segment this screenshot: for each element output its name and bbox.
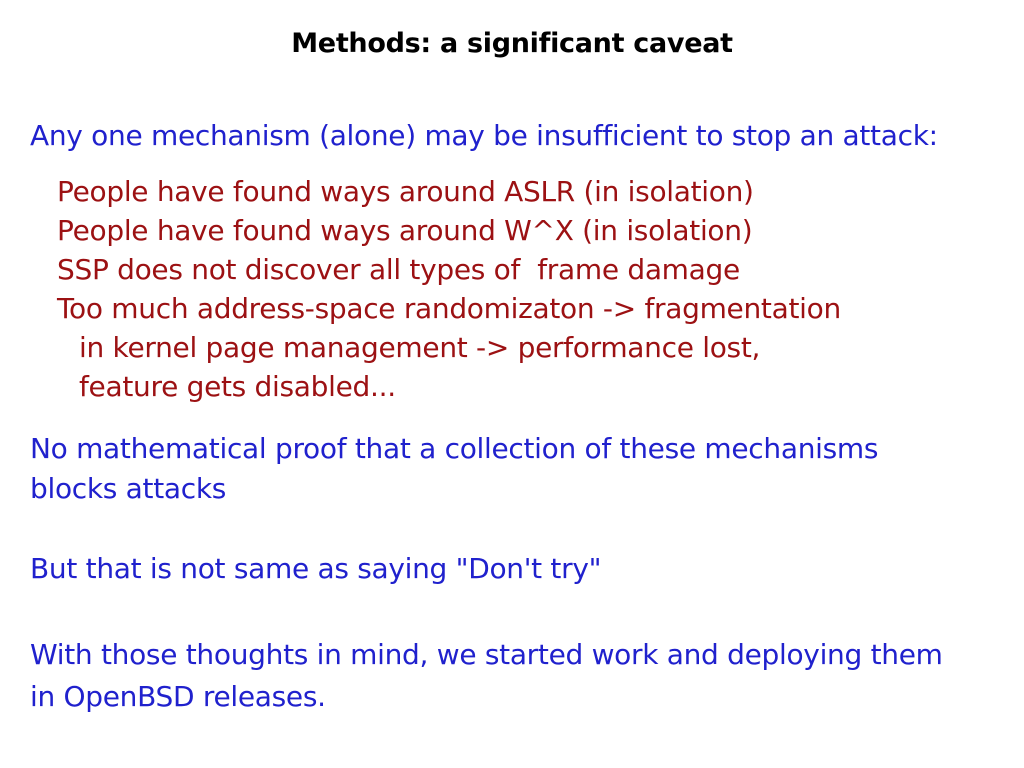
- caveat-aslr: People have found ways around ASLR (in i…: [57, 175, 754, 208]
- caveat-kernel-page: in kernel page management -> performance…: [79, 331, 761, 364]
- caveat-feature-disabled: feature gets disabled...: [79, 370, 396, 403]
- intro-statement: Any one mechanism (alone) may be insuffi…: [30, 119, 938, 152]
- paragraph-no-proof-line2: blocks attacks: [30, 472, 227, 505]
- paragraph-closing: With those thoughts in mind, we started …: [30, 634, 943, 718]
- caveat-ssp: SSP does not discover all types of frame…: [57, 253, 740, 286]
- caveat-wxorx: People have found ways around W^X (in is…: [57, 214, 753, 247]
- paragraph-dont-try: But that is not same as saying "Don't tr…: [30, 552, 602, 585]
- paragraph-no-proof: No mathematical proof that a collection …: [30, 429, 878, 509]
- caveat-randomization: Too much address-space randomizaton -> f…: [57, 292, 841, 325]
- caveat-list: People have found ways around ASLR (in i…: [57, 172, 841, 406]
- paragraph-closing-line2: in OpenBSD releases.: [30, 680, 326, 713]
- slide-title: Methods: a significant caveat: [291, 28, 733, 59]
- paragraph-no-proof-line1: No mathematical proof that a collection …: [30, 432, 879, 465]
- paragraph-closing-line1: With those thoughts in mind, we started …: [30, 638, 943, 671]
